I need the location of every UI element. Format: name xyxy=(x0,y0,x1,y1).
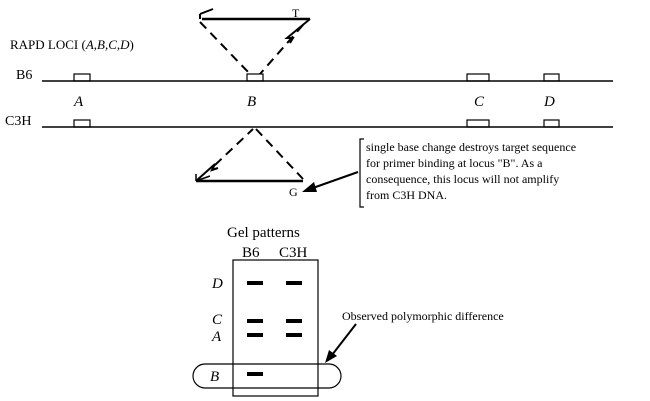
gel-box xyxy=(232,259,319,397)
callout-label: Observed polymorphic difference xyxy=(342,309,504,323)
amplicon-dash-left-bottom xyxy=(214,128,254,166)
gel-title: Gel patterns xyxy=(227,225,300,241)
band-label-a: A xyxy=(211,329,222,345)
strain-label-b6: B6 xyxy=(16,68,32,83)
primer-arrow-left-bottom xyxy=(195,163,219,182)
gel-band-c-c3h xyxy=(286,319,302,323)
locus-label-c: C xyxy=(474,94,485,110)
amplicon-dash-right-bottom xyxy=(255,128,304,180)
locus-box-d-b6 xyxy=(543,73,560,82)
gel-band-b-b6 xyxy=(247,372,263,376)
locus-box-a-b6 xyxy=(73,73,91,82)
band-label-d: D xyxy=(211,276,223,292)
amplicon-dash-right-top xyxy=(259,24,304,75)
locus-box-b-b6 xyxy=(246,73,264,82)
primer-arrow-left-top xyxy=(199,8,214,19)
amplicon-dash-left-top xyxy=(199,21,251,75)
locus-box-a-c3h xyxy=(73,119,91,128)
base-label-bottom: G xyxy=(289,185,298,199)
base-label-top: T xyxy=(292,6,300,20)
gel-band-d-b6 xyxy=(247,281,263,285)
locus-label-b: B xyxy=(247,94,256,110)
gel-lane-label-b6: B6 xyxy=(242,245,260,261)
locus-box-c-b6 xyxy=(466,73,490,82)
note-arrow-head xyxy=(302,182,317,192)
primer-arrow-right-top xyxy=(284,18,311,44)
polymorphism-highlight xyxy=(192,363,342,389)
gel-lane-label-c3h: C3H xyxy=(279,245,308,261)
locus-label-d: D xyxy=(543,94,555,110)
callout-arrow-line xyxy=(331,323,357,356)
locus-box-c-c3h xyxy=(466,119,490,128)
primer-binding-c3h: G xyxy=(195,128,304,199)
note-text: single base change destroys target seque… xyxy=(366,140,579,202)
gel-band-c-b6 xyxy=(247,319,263,323)
band-label-b: B xyxy=(210,369,219,385)
band-label-c: C xyxy=(212,312,223,328)
strain-label-c3h: C3H xyxy=(5,114,31,129)
title: RAPD LOCI (A,B,C,D) xyxy=(10,37,134,52)
gel-band-d-c3h xyxy=(286,281,302,285)
locus-label-a: A xyxy=(73,94,84,110)
gel-band-a-b6 xyxy=(247,333,263,337)
locus-box-d-c3h xyxy=(543,119,560,128)
callout-arrow-head xyxy=(325,350,337,363)
note-arrow-line xyxy=(309,171,359,190)
primer-tick-bottom xyxy=(195,174,211,182)
note-bracket xyxy=(359,138,364,208)
primer-binding-b6: T xyxy=(199,6,311,75)
gel-band-a-c3h xyxy=(286,333,302,337)
